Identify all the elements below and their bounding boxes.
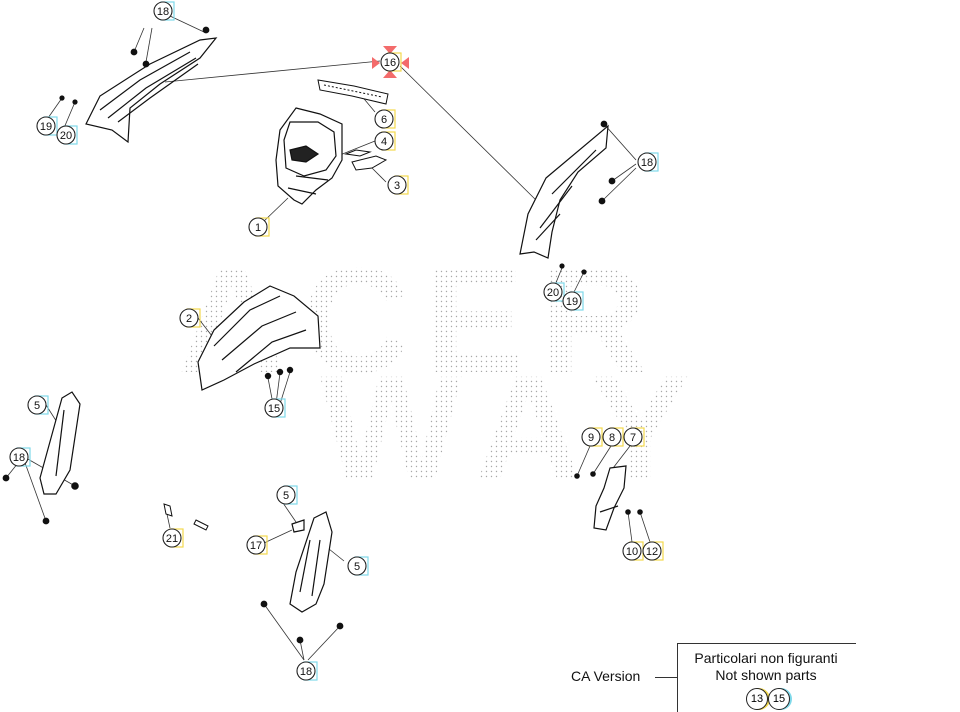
callout-number: 7 — [630, 432, 636, 444]
callout-5-c[interactable]: 5 — [347, 556, 369, 576]
callout-20-a[interactable]: 20 — [56, 125, 78, 145]
callout-21[interactable]: 21 — [162, 528, 184, 548]
right-radiator-shroud[interactable] — [519, 120, 616, 275]
callout-19-a[interactable]: 19 — [36, 116, 58, 136]
not-shown-parts-title-it: Particolari non figuranti — [694, 650, 838, 666]
callout-ring — [27, 395, 47, 415]
callout-5-a[interactable]: 5 — [27, 395, 49, 415]
not-shown-parts-title-en: Not shown parts — [715, 667, 817, 683]
part-3-bracket[interactable] — [351, 155, 388, 171]
left-fork-guard[interactable] — [2, 391, 81, 525]
ca-version-connector — [655, 677, 677, 678]
callout-number: 18 — [13, 452, 25, 464]
not-shown-parts-list: 13 15 — [746, 688, 790, 710]
not-shown-parts-box — [677, 643, 856, 712]
callout-19-b[interactable]: 19 — [562, 291, 584, 311]
callout-12[interactable]: 12 — [642, 541, 664, 561]
callout-17[interactable]: 17 — [246, 535, 268, 555]
callout-18-c[interactable]: 18 — [9, 447, 31, 467]
callout-number: 20 — [547, 287, 559, 299]
callout-ring — [56, 125, 76, 145]
callout-number: 19 — [40, 121, 52, 133]
callout-ring — [9, 447, 29, 467]
callout-number: 15 — [268, 403, 280, 415]
callout-ring — [387, 175, 407, 195]
callout-number: 2 — [186, 313, 192, 325]
callout-number: 3 — [394, 180, 400, 192]
callout-ring — [153, 1, 173, 21]
callout-number: 8 — [609, 432, 615, 444]
callout-ring — [622, 541, 642, 561]
callout-ring — [380, 52, 400, 72]
callout-number: 19 — [566, 296, 578, 308]
callout-16[interactable]: 16 — [380, 52, 402, 72]
callout-number: 18 — [300, 666, 312, 678]
callout-ring — [179, 308, 199, 328]
callout-3[interactable]: 3 — [387, 175, 409, 195]
callout-20-b[interactable]: 20 — [543, 282, 565, 302]
callout-ring — [264, 398, 284, 418]
callout-ring — [162, 528, 182, 548]
callout-ring — [623, 427, 643, 447]
callout-ring — [602, 427, 622, 447]
callout-number: 1 — [255, 222, 261, 234]
part-4-bracket[interactable] — [344, 149, 372, 157]
callout-ring — [562, 291, 582, 311]
not-shown-part-15[interactable]: 15 — [768, 688, 790, 710]
ca-version-label: CA Version — [571, 668, 641, 684]
callout-ring — [642, 541, 662, 561]
callout-18-b[interactable]: 18 — [637, 152, 659, 172]
callout-ring — [581, 427, 601, 447]
watermark-bottom: WAY — [320, 344, 690, 512]
callout-number: 9 — [588, 432, 594, 444]
callout-1[interactable]: 1 — [248, 217, 270, 237]
callout-number: 6 — [381, 114, 387, 126]
callout-15[interactable]: 15 — [264, 398, 286, 418]
callout-number: 17 — [250, 540, 262, 552]
callout-ring — [296, 661, 316, 681]
front-fender[interactable] — [197, 285, 321, 391]
callout-number: 4 — [381, 136, 387, 148]
callout-number: 5 — [283, 490, 289, 502]
callout-9[interactable]: 9 — [581, 427, 603, 447]
callout-4[interactable]: 4 — [374, 131, 396, 151]
right-fork-guard[interactable] — [260, 511, 344, 644]
callout-ring — [347, 556, 367, 576]
callout-ring — [543, 282, 563, 302]
callout-number: 18 — [157, 6, 169, 18]
callout-number: 20 — [60, 130, 72, 142]
callout-ring — [374, 109, 394, 129]
not-shown-part-13[interactable]: 13 — [746, 688, 768, 710]
callout-ring — [276, 485, 296, 505]
callouts: 18 16 19 20 6 4 3 1 18 20 19 2 15 5 18 9 8 7 5 21 17 5 10 12 18 — [9, 1, 664, 681]
callout-ring — [248, 217, 268, 237]
callout-18-d[interactable]: 18 — [296, 661, 318, 681]
callout-number: 18 — [641, 157, 653, 169]
callout-ring — [246, 535, 266, 555]
callout-5-b[interactable]: 5 — [276, 485, 298, 505]
callout-ring — [36, 116, 56, 136]
callout-10[interactable]: 10 — [622, 541, 644, 561]
callout-7[interactable]: 7 — [623, 427, 645, 447]
callout-number: 5 — [354, 561, 360, 573]
sticker-21[interactable] — [163, 503, 209, 531]
callout-ring — [637, 152, 657, 172]
callout-ring — [374, 131, 394, 151]
callout-6[interactable]: 6 — [374, 109, 396, 129]
callout-number: 10 — [626, 546, 638, 558]
callout-number: 5 — [34, 400, 40, 412]
left-radiator-shroud[interactable] — [59, 26, 218, 144]
callout-number: 16 — [384, 57, 396, 69]
callout-2[interactable]: 2 — [179, 308, 201, 328]
part-6-strip[interactable] — [317, 79, 389, 105]
callout-number: 12 — [646, 546, 658, 558]
callout-18-a[interactable]: 18 — [153, 1, 175, 21]
callout-8[interactable]: 8 — [602, 427, 624, 447]
plate-bracket[interactable] — [574, 465, 643, 531]
headlight-mask[interactable] — [275, 107, 343, 205]
callout-number: 21 — [166, 533, 178, 545]
highlight-marker — [372, 46, 409, 78]
